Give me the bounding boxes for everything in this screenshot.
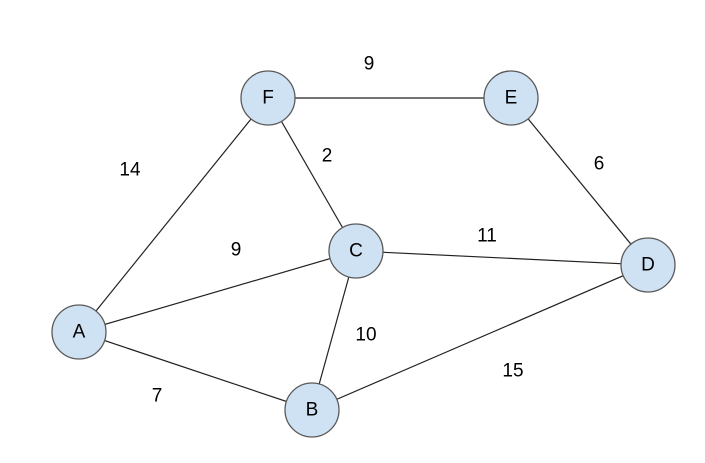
node-label-e: E (505, 88, 518, 109)
edge-weights-layer: 9 14 2 6 9 11 10 7 15 (119, 54, 604, 407)
node-e: E (483, 70, 539, 126)
edge-weight-a-c: 9 (231, 240, 242, 261)
edge-weight-a-b: 7 (152, 386, 163, 407)
node-circle-d (620, 237, 676, 293)
node-circle-b (284, 382, 340, 438)
node-f: F (240, 70, 296, 126)
edge-weight-f-a: 14 (119, 160, 141, 181)
node-label-d: D (641, 255, 655, 276)
node-b: B (284, 382, 340, 438)
node-circle-c (328, 223, 384, 279)
edge-f-a (78, 97, 269, 333)
node-circle-a (51, 304, 107, 360)
edge-c-d (355, 250, 649, 266)
node-label-c: C (349, 241, 363, 262)
edge-weight-b-d: 15 (502, 361, 523, 382)
edge-weight-f-c: 2 (322, 146, 333, 167)
edge-e-d (510, 97, 649, 266)
edge-weight-c-d: 11 (477, 226, 497, 247)
node-label-f: F (262, 88, 274, 109)
node-circle-f (240, 70, 296, 126)
node-a: A (51, 304, 107, 360)
nodes-layer: F E C D A B (51, 70, 676, 438)
edge-a-c (78, 250, 357, 333)
edge-weight-e-d: 6 (594, 154, 605, 175)
node-c: C (328, 223, 384, 279)
node-label-a: A (73, 322, 86, 343)
edge-weight-c-b: 10 (355, 325, 376, 346)
node-circle-e (483, 70, 539, 126)
node-d: D (620, 237, 676, 293)
edge-a-b (78, 331, 313, 411)
node-label-b: B (306, 400, 319, 421)
edge-b-d (311, 264, 649, 411)
edge-f-c (267, 97, 357, 252)
edge-weight-f-e: 9 (364, 54, 375, 75)
edges-layer (78, 97, 649, 411)
